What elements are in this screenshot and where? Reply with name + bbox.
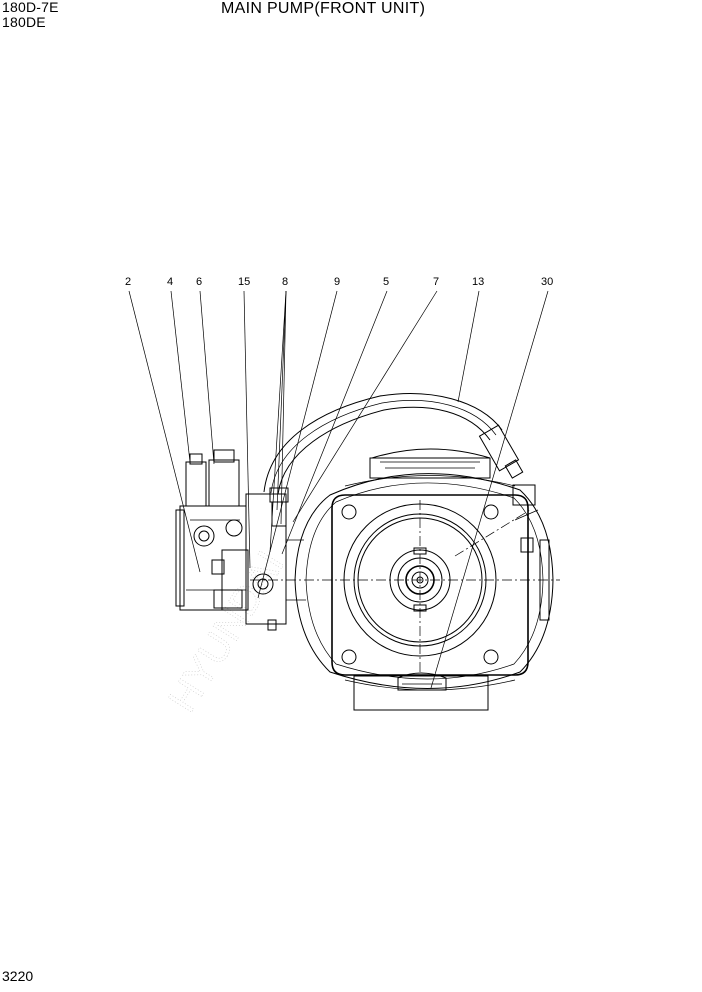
callout-labels: 2 4 6 15 8 9 5 7 13 30 — [125, 276, 553, 288]
leader-lines — [128, 290, 549, 689]
center-lines — [250, 500, 560, 672]
callout-2[interactable]: 2 — [125, 276, 131, 288]
callout-13[interactable]: 13 — [472, 276, 484, 288]
model-code-primary: 180D-7E — [2, 0, 59, 15]
pump-housing — [294, 473, 554, 691]
callout-6[interactable]: 6 — [196, 276, 202, 288]
front-flange — [331, 494, 529, 676]
upper-housing — [369, 448, 491, 479]
callout-30[interactable]: 30 — [541, 276, 553, 288]
drain-port — [397, 672, 447, 691]
right-fittings — [512, 484, 550, 621]
callout-4[interactable]: 4 — [167, 276, 173, 288]
callout-8[interactable]: 8 — [282, 276, 288, 288]
pilot-hose — [263, 393, 524, 495]
callout-9[interactable]: 9 — [334, 276, 340, 288]
page-number: 3220 — [2, 968, 34, 984]
callout-15[interactable]: 15 — [238, 276, 250, 288]
page-title: MAIN PUMP(FRONT UNIT) — [221, 0, 426, 17]
callout-5[interactable]: 5 — [383, 276, 389, 288]
callout-7[interactable]: 7 — [433, 276, 439, 288]
mounting-base — [353, 675, 489, 711]
model-code-secondary: 180DE — [2, 14, 46, 30]
